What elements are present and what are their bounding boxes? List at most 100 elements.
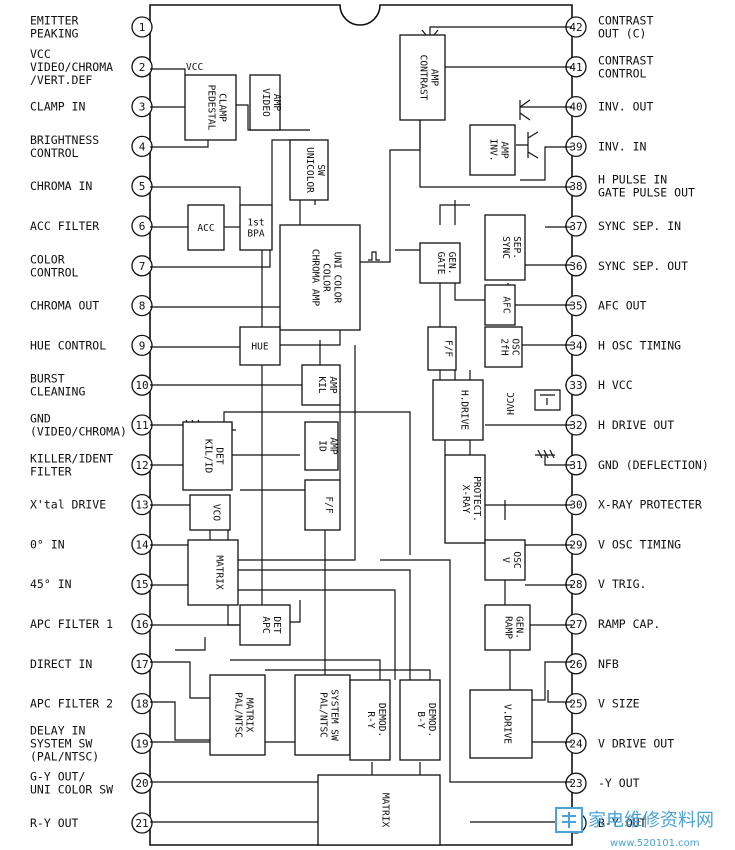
pin-number-14: 14 [135,538,149,551]
pin-label-34-line-1: H OSC TIMING [598,338,681,352]
pin-number-12: 12 [135,459,148,472]
block-two-fh-osc-label-2: OSC [510,338,521,355]
pin-label-26-line-1: NFB [598,657,619,671]
block-vco-box [189,494,231,531]
block-r-y-demod-box [349,679,391,761]
block-hue-box [239,326,281,366]
pin-circle-8 [131,294,153,317]
pin-circle-27 [565,613,587,635]
block-unicolor-sw-label-2: SW [315,164,326,176]
block-first-bpa-label-2: BPA [247,229,264,240]
pin-label-41-line-1: CONTRAST [598,53,653,67]
block-inv-amp-label-1: INV. [488,139,499,162]
block-inv-amp-box [469,124,516,176]
pin-number-9: 9 [139,339,146,352]
pin-circle-2 [131,56,153,78]
pin-number-30: 30 [569,499,582,512]
block-x-ray-protect-box [444,454,486,544]
pin-number-3: 3 [139,101,146,114]
pin-label-13-line-1: X'tal DRIVE [30,498,106,512]
pin-label-10-line-1: BURST [30,372,65,386]
pin-label-20-line-2: UNI COLOR SW [30,783,113,797]
block-first-bpa-box [239,204,273,251]
pin-label-1-line-1: EMITTER [30,14,79,28]
pin-label-23-line-1: -Y OUT [598,776,640,790]
block-afc: AFC [484,284,516,326]
block-v-drive: V.DRIVE [469,689,533,759]
pin-label-16-line-1: APC FILTER 1 [30,617,113,631]
pin-label-1-line-2: PEAKING [30,27,79,41]
pin-label-17-line-1: DIRECT IN [30,657,92,671]
pin-label-19-line-1: DELAY IN [30,723,85,737]
pin-label-8-line-1: CHROMA OUT [30,299,99,313]
pin-circle-36 [565,255,587,277]
pin-label-2-line-1: VCC [30,47,51,61]
pin-number-2: 2 [139,61,146,74]
pin-number-25: 25 [569,698,582,711]
block-contrast-amp-box [399,34,446,121]
pin-label-3-line-1: CLAMP IN [30,100,85,114]
pin-circle-33 [565,374,587,396]
block-hue: HUE [239,326,281,366]
pin-label-9-line-1: HUE CONTROL [30,338,106,352]
pin-number-20: 20 [135,777,148,790]
pin-label-29-line-1: V OSC TIMING [598,537,681,551]
pin-label-4-line-1: BRIGHTNESS [30,133,99,147]
pin-number-37: 37 [569,220,582,233]
pin-label-10-line-2: CLEANING [30,385,85,399]
pin-circle-23 [565,772,587,794]
block-apc-det-box [239,604,291,646]
block-video-amp-box [249,74,281,131]
block-first-bpa-label-1: 1st [247,218,264,229]
hvcc-label: HVCC [506,392,517,415]
block-inv-amp: INV.AMP [469,124,516,176]
block-id-amp-label-2: AMP [328,437,339,454]
pin-label-20-line-1: G-Y OUT/ [30,770,85,784]
pin-label-5-line-1: CHROMA IN [30,179,92,193]
pin-label-2-line-3: /VERT.DEF [30,73,92,87]
pin-label-38-line-2: GATE PULSE OUT [598,186,695,200]
pin-circle-16 [131,613,153,635]
block-pal-ntsc-matrix-label-2: MATRIX [244,698,255,733]
pin-number-23: 23 [569,777,582,790]
inv-out-transistor-icon [519,99,531,121]
pin-circle-18 [131,692,153,715]
internal-wiring [150,26,572,823]
pin-label-2-line-2: VIDEO/CHROMA [30,60,113,74]
block-ff-h: F/F [427,326,457,371]
left-pins: 1EMITTERPEAKING2VCCVIDEO/CHROMA/VERT.DEF… [30,14,153,834]
block-ff-c-box [304,479,341,531]
pin-number-15: 15 [135,578,148,591]
pin-circle-20 [131,772,153,794]
block-unicolor-sw-box [289,139,329,201]
block-x-ray-protect-label-1: X-RAY [460,485,471,514]
block-id-amp-box [304,421,339,471]
pin-label-40-line-1: INV. OUT [598,100,653,114]
pin-number-38: 38 [569,180,582,193]
watermark-url: www.520101.com [610,838,700,849]
block-apc-det-label-2: DET [271,616,282,633]
pin-label-15-line-1: 45° IN [30,577,72,591]
pin-circle-21 [131,812,153,834]
pin-number-21: 21 [135,817,148,830]
pin-label-12-line-1: KILLER/IDENT [30,451,113,465]
pin-label-12-line-2: FILTER [30,464,72,478]
pin-label-7-line-2: CONTROL [30,265,79,279]
block-v-osc-box [484,539,526,581]
block-afc-box [484,284,516,326]
